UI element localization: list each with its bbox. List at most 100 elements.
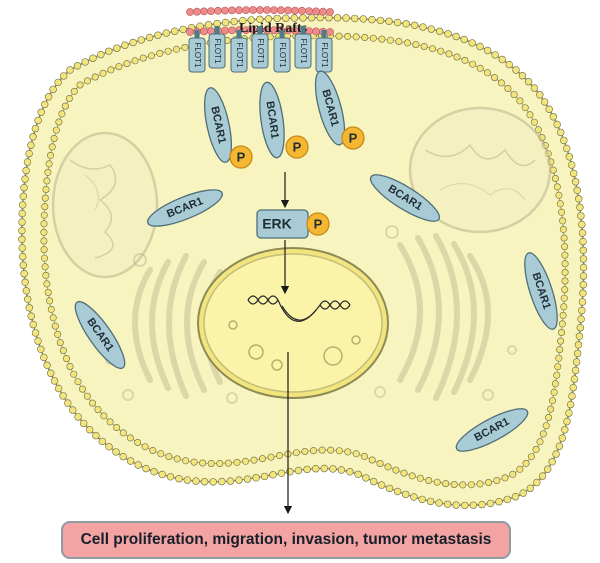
membrane-bead bbox=[476, 42, 484, 51]
membrane-bead bbox=[461, 56, 469, 64]
membrane-bead bbox=[461, 501, 469, 510]
membrane-bead bbox=[213, 19, 221, 28]
membrane-bead bbox=[576, 203, 584, 212]
membrane-bead bbox=[436, 27, 444, 35]
membrane-bead bbox=[27, 312, 35, 320]
membrane-bead bbox=[164, 47, 172, 55]
membrane-bead bbox=[450, 480, 458, 488]
flot1-protein bbox=[230, 37, 248, 73]
membrane-bead bbox=[410, 493, 418, 501]
mitochondrion-right bbox=[408, 106, 552, 234]
golgi-right bbox=[397, 233, 491, 401]
membrane-bead bbox=[351, 14, 359, 23]
membrane-bead bbox=[25, 304, 33, 312]
membrane-bead bbox=[566, 400, 575, 409]
membrane-bead bbox=[73, 62, 82, 70]
membrane-bead bbox=[346, 468, 354, 476]
flot1-anchor bbox=[279, 30, 285, 40]
membrane-bead bbox=[368, 456, 376, 464]
membrane-bead bbox=[452, 32, 460, 41]
bcar1-cytosol-4: BCAR1 bbox=[524, 252, 558, 330]
membrane-bead bbox=[129, 38, 137, 47]
membrane-bead bbox=[385, 484, 394, 493]
membrane-bead bbox=[560, 303, 568, 311]
membrane-bead bbox=[131, 57, 139, 65]
membrane-bead bbox=[555, 442, 564, 450]
membrane-bead bbox=[558, 434, 566, 442]
membrane-bead bbox=[85, 426, 94, 434]
phospho-badge: P bbox=[285, 135, 309, 159]
bcar1-membrane-2: BCAR1 bbox=[259, 81, 285, 159]
membrane-bead bbox=[503, 495, 511, 504]
membrane-bead bbox=[37, 108, 45, 117]
membrane-bead bbox=[512, 66, 520, 74]
flot1-anchor bbox=[321, 30, 327, 40]
membrane-bead bbox=[574, 341, 583, 349]
membrane-bead bbox=[385, 17, 393, 25]
membrane-bead bbox=[442, 480, 450, 488]
membrane-bead bbox=[98, 437, 107, 446]
membrane-bead bbox=[443, 500, 452, 508]
membrane-bead bbox=[79, 385, 87, 393]
membrane-bead bbox=[40, 353, 48, 362]
membrane-bead bbox=[34, 337, 42, 345]
membrane-bead bbox=[18, 209, 26, 218]
membrane-bead bbox=[233, 458, 241, 466]
raft-bead bbox=[207, 7, 215, 16]
membrane-bead bbox=[166, 473, 175, 481]
flot1-protein bbox=[208, 33, 226, 69]
membrane-bead bbox=[524, 77, 533, 86]
membrane-bead bbox=[565, 409, 573, 417]
membrane-bead bbox=[571, 366, 580, 375]
membrane-bead bbox=[427, 25, 436, 33]
membrane-bead bbox=[113, 44, 121, 52]
membrane-bead bbox=[19, 201, 27, 209]
membrane-bead bbox=[468, 39, 476, 47]
membrane-bead bbox=[476, 480, 484, 488]
membrane-bead bbox=[559, 225, 567, 233]
membrane-bead bbox=[497, 79, 505, 87]
nucleus bbox=[197, 247, 389, 399]
membrane-bead bbox=[250, 456, 258, 464]
membrane-bead bbox=[54, 384, 63, 393]
membrane-bead bbox=[171, 27, 179, 35]
membrane-bead bbox=[31, 329, 40, 337]
membrane-bead bbox=[579, 237, 587, 246]
membrane-bead bbox=[578, 298, 587, 306]
membrane-bead bbox=[548, 458, 556, 466]
membrane-bead bbox=[173, 455, 181, 463]
membrane-bead bbox=[484, 478, 492, 486]
membrane-bead bbox=[483, 69, 491, 77]
membrane-bead bbox=[113, 423, 121, 431]
membrane-bead bbox=[134, 438, 142, 446]
membrane-bead bbox=[31, 124, 40, 133]
raft-bead bbox=[228, 6, 236, 15]
membrane-bead bbox=[522, 459, 530, 467]
membrane-bead bbox=[362, 474, 370, 482]
membrane-bead bbox=[560, 294, 568, 302]
membrane-beads-outer bbox=[18, 13, 588, 510]
membrane-bead bbox=[40, 220, 48, 228]
membrane-bead bbox=[55, 118, 63, 126]
flot1-protein bbox=[294, 33, 312, 69]
membrane-bead bbox=[478, 500, 486, 509]
membrane-bead bbox=[556, 200, 564, 208]
flot1-protein bbox=[188, 37, 206, 73]
flot1-anchor bbox=[257, 26, 263, 36]
membrane-bead bbox=[46, 151, 54, 159]
membrane-bead bbox=[218, 477, 226, 486]
raft-bead bbox=[256, 6, 264, 14]
membrane-bead bbox=[292, 449, 300, 457]
membrane-bead bbox=[25, 149, 33, 158]
membrane-bead bbox=[555, 191, 563, 199]
membrane-bead bbox=[51, 322, 59, 330]
flot1-anchor bbox=[214, 26, 220, 36]
membrane-bead bbox=[294, 466, 303, 475]
membrane-bead bbox=[561, 277, 569, 285]
flot1-label: FLOT1 bbox=[235, 43, 244, 68]
raft-bead bbox=[221, 6, 229, 15]
membrane-bead bbox=[91, 73, 99, 81]
membrane-bead bbox=[567, 161, 576, 169]
membrane-bead bbox=[23, 158, 32, 166]
